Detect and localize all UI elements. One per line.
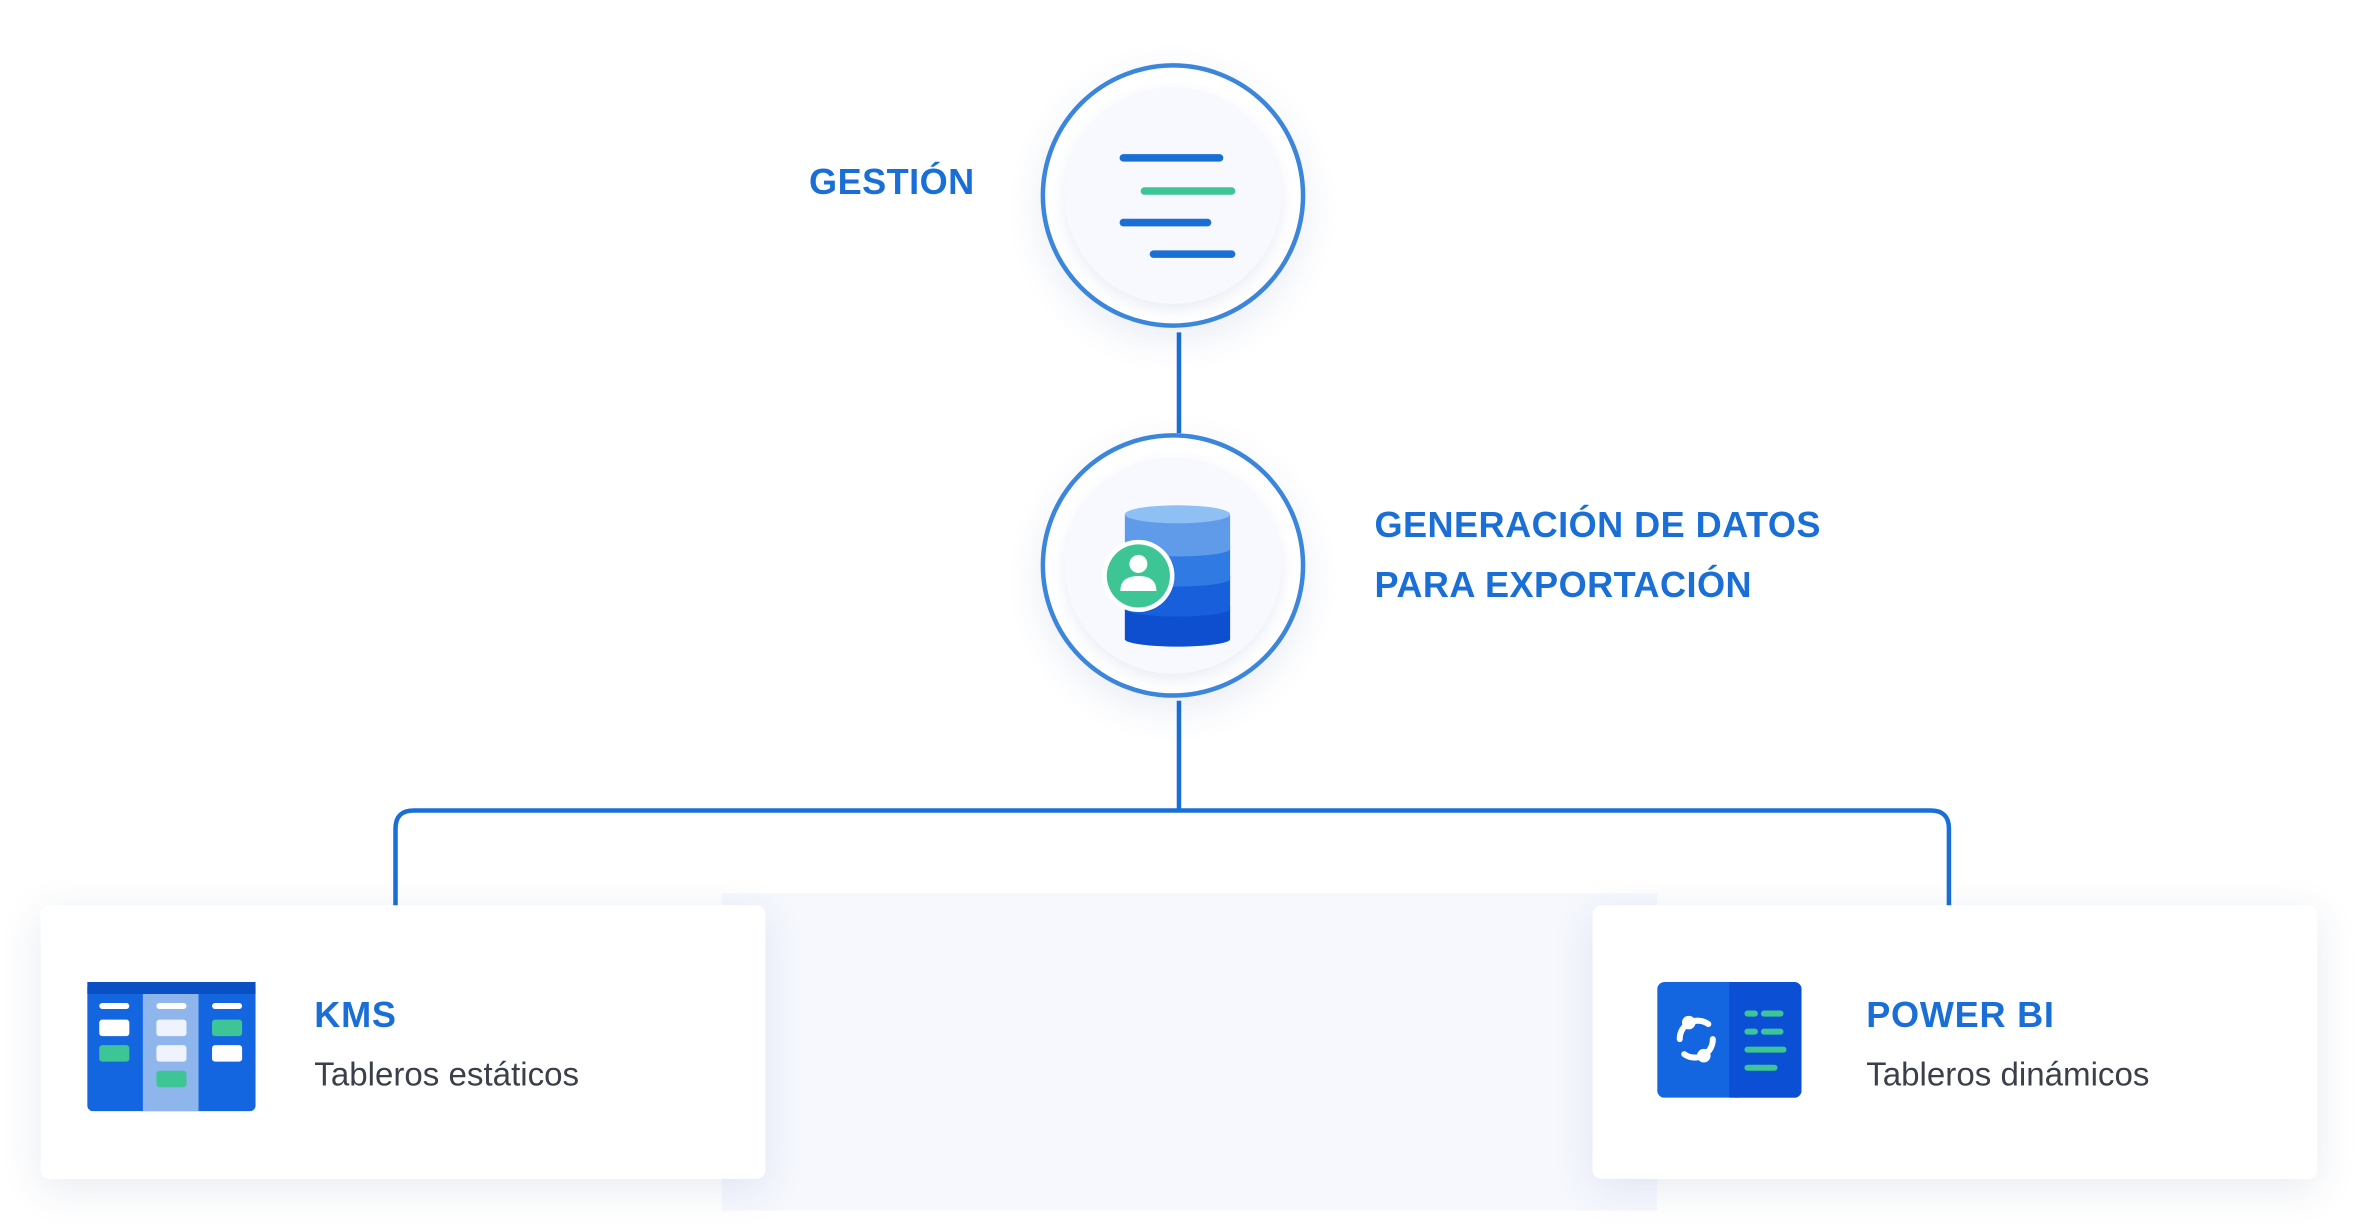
gestion-node: [1040, 63, 1306, 328]
powerbi-subtitle: Tableros dinámicos: [1866, 1055, 2150, 1094]
kms-subtitle: Tableros estáticos: [314, 1055, 580, 1094]
kms-card: KMS Tableros estáticos: [40, 905, 766, 1179]
connector-branch: [393, 808, 1952, 907]
kms-title: KMS: [314, 995, 397, 1037]
datos-node: [1040, 433, 1306, 698]
powerbi-card: POWER BI Tableros dinámicos: [1592, 905, 2318, 1179]
datos-label: GENERACIÓN DE DATOS PARA EXPORTACIÓN: [1374, 505, 1821, 607]
database-user-icon: [1102, 505, 1231, 647]
powerbi-title: POWER BI: [1866, 995, 2055, 1037]
kanban-board-icon: [87, 981, 256, 1112]
menu-lines-icon: [1119, 154, 1236, 258]
center-panel: [721, 893, 1658, 1211]
gestion-label: GESTIÓN: [809, 162, 975, 204]
sync-report-icon: [1657, 981, 1802, 1098]
